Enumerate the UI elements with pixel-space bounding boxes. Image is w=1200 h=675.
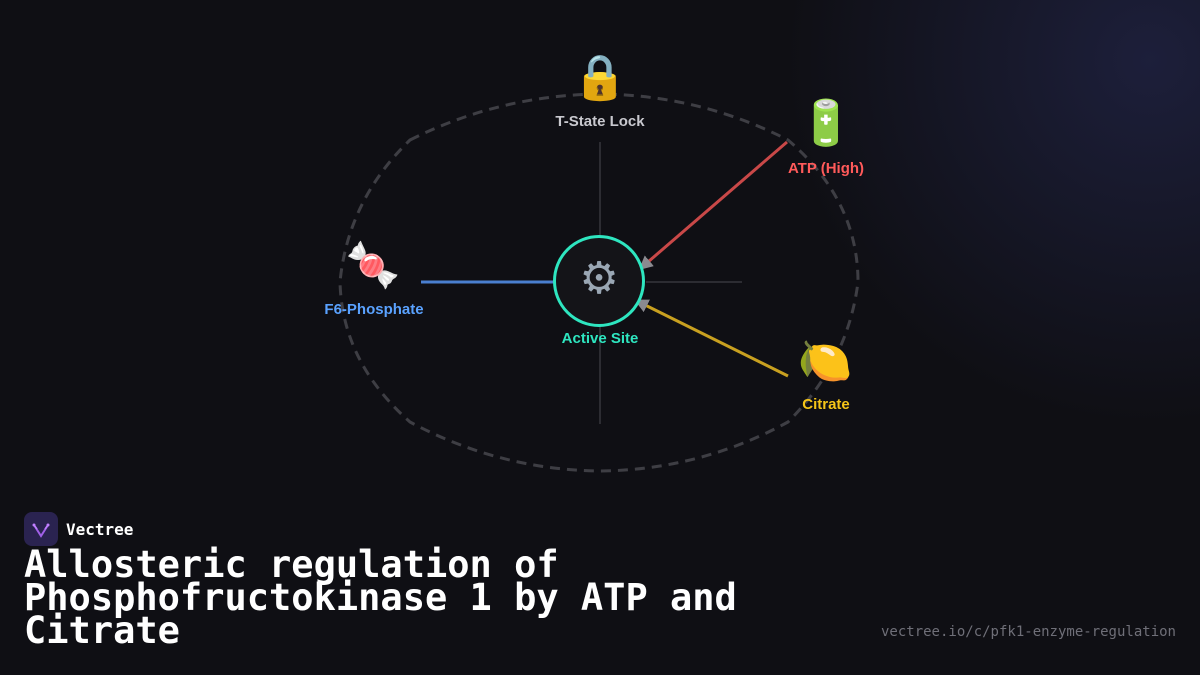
active-site-circle — [553, 235, 645, 327]
f6-phosphate-label: F6-Phosphate — [324, 301, 424, 318]
edge-citrate-to-active-site — [634, 299, 789, 378]
page-title: Allosteric regulation of Phosphofructoki… — [24, 543, 737, 652]
atp-high-label: ATP (High) — [787, 160, 865, 177]
candy-icon: 🍬 — [345, 240, 401, 291]
enzyme-boundary — [338, 92, 860, 473]
lock-icon: 🔒 — [572, 52, 628, 103]
active-site-label: Active Site — [561, 330, 639, 347]
battery-icon: 🔋 — [798, 98, 854, 149]
t-state-lock-label: T-State Lock — [555, 113, 645, 130]
edge-atp-to-active-site — [638, 140, 788, 270]
vectree-logo-icon — [24, 512, 58, 546]
source-url[interactable]: vectree.io/c/pfk1-enzyme-regulation — [880, 624, 1176, 640]
brand: Vectree — [24, 512, 133, 546]
citrate-label: Citrate — [802, 396, 850, 413]
brand-name: Vectree — [66, 519, 134, 539]
lemon-icon: 🍋 — [797, 336, 853, 387]
gear-icon: ⚙ — [579, 253, 619, 304]
